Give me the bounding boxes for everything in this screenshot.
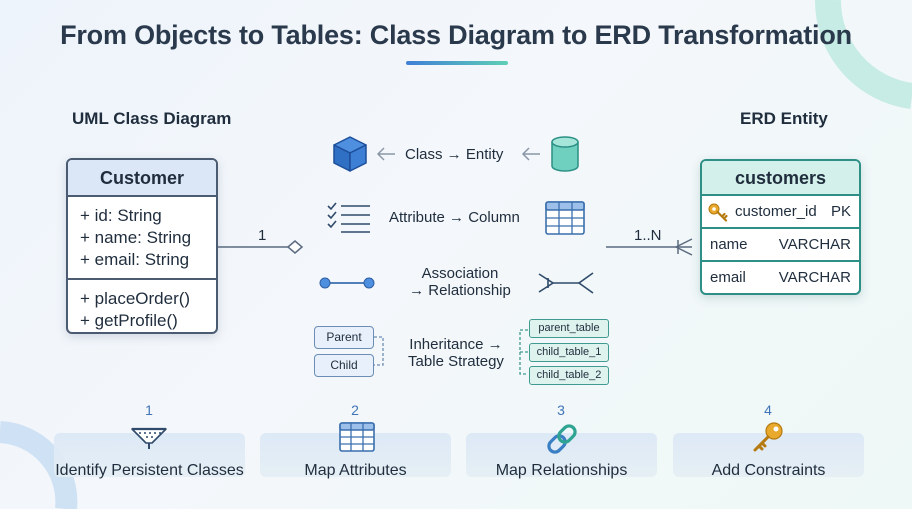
step-number: 4 [764,402,772,418]
step-number: 2 [351,402,359,418]
erd-column-name: name [710,236,748,253]
arrow-left-icon [521,147,540,161]
erd-column-type: VARCHAR [778,236,851,253]
uml-section-label: UML Class Diagram [72,109,232,128]
title-underline [406,61,508,65]
chain-link-icon [547,424,577,454]
mapping-label-line: → Relationship [409,282,511,299]
key-icon [708,202,730,233]
parent-class-box: Parent [314,326,374,349]
strategy-table: child_table_2 [529,366,609,385]
step-card [673,433,864,477]
strategy-table: child_table_1 [529,343,609,362]
mapping-label-inheritance: Inheritance → Table Strategy [400,336,512,370]
erd-column-row: customer_id PK [702,196,859,229]
step-label: Identify Persistent Classes [55,462,244,479]
multiplicity-left: 1 [258,227,267,244]
uml-methods: + placeOrder() + getProfile() [68,280,216,332]
mapping-label-line: Inheritance → [409,336,503,353]
uml-association-line [218,240,304,254]
mapping-label-line: Table Strategy [408,353,504,370]
table-grid-icon [545,201,585,235]
mapping-label-association: Association → Relationship [405,265,515,299]
arrow-left-icon [376,147,395,161]
erd-column-type: PK [830,203,851,220]
key-icon [753,422,783,452]
uml-attributes: + id: String + name: String + email: Str… [68,197,216,280]
association-line-icon [319,277,375,289]
uml-class-box[interactable]: Customer + id: String + name: String + e… [66,158,218,334]
checklist-icon [327,202,370,233]
erd-column-row: email VARCHAR [702,262,859,293]
erd-column-name: customer_id [735,203,817,220]
step-number: 1 [145,402,153,418]
uml-attribute: + name: String [80,228,192,247]
child-class-box: Child [314,354,374,377]
cube-icon [333,136,367,172]
erd-column-name: email [710,269,746,286]
uml-method: + placeOrder() [80,289,191,308]
mapping-label-class-entity: Class → Entity [405,146,504,163]
erd-section-label: ERD Entity [740,109,828,128]
mapping-label-line: Association [421,265,499,282]
strategy-table: parent_table [529,319,609,338]
step-label: Map Relationships [495,462,628,479]
page-title: From Objects to Tables: Class Diagram to… [60,20,852,50]
crowfoot-icon [538,272,594,294]
table-strategy-connector [519,329,528,375]
step-label: Map Attributes [304,462,407,479]
multiplicity-right: 1..N [634,227,662,244]
mapping-label-attribute-column: Attribute → Column [389,209,520,226]
erd-entity-box[interactable]: customers customer_id PK name VARCHAR em… [700,159,861,295]
filter-funnel-icon [131,427,167,449]
erd-column-row: name VARCHAR [702,229,859,262]
step-label: Add Constraints [711,462,826,479]
erd-relationship-line [606,238,693,256]
table-grid-icon [339,422,375,452]
step-number: 3 [557,402,565,418]
uml-attribute: + email: String [80,250,190,269]
uml-class-name: Customer [68,160,216,197]
erd-entity-name: customers [702,161,859,196]
uml-method: + getProfile() [80,311,178,330]
uml-attribute: + id: String [80,206,162,225]
erd-column-type: VARCHAR [778,269,851,286]
database-cylinder-icon [551,136,579,172]
inheritance-connector [374,336,384,366]
